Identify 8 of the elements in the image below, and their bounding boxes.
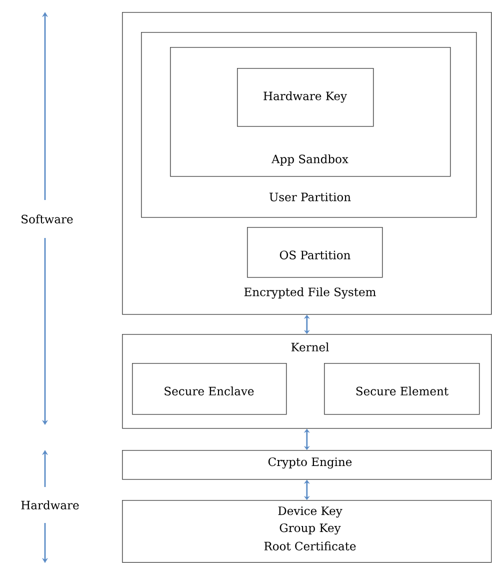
side-label: Software [22, 214, 73, 224]
side-label: Hardware [21, 500, 79, 510]
element-box: Secure Element [324, 363, 480, 415]
partition-box: OS Partition [247, 227, 383, 278]
engine-box: Crypto Engine [122, 450, 492, 480]
enclave-box: Secure Enclave [132, 363, 287, 415]
key-store-box: Device Key Group Key Root Certificate [122, 500, 492, 563]
key-box: Hardware Key [237, 68, 374, 127]
